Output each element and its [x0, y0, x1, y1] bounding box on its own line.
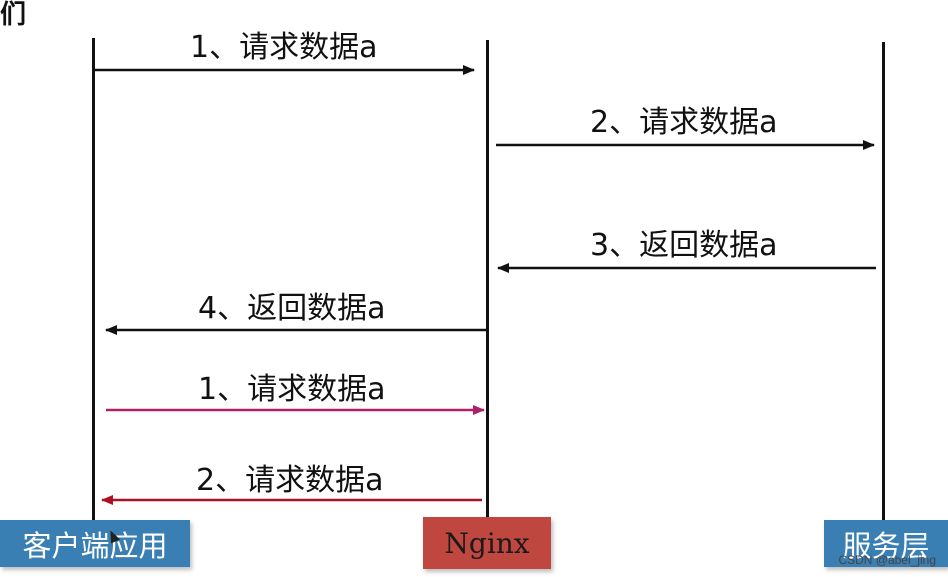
service-layer-label: 服务层	[842, 528, 930, 563]
message-5-label: 1、请求数据a	[198, 372, 386, 407]
server-lifeline	[882, 42, 885, 522]
message-6-label: 2、请求数据a	[196, 463, 384, 498]
client-app-box: 客户端应用	[0, 520, 190, 567]
nginx-lifeline	[486, 40, 489, 518]
nginx-box: Nginx	[423, 517, 551, 569]
partial-header-glyph: 们	[0, 0, 27, 30]
message-3-label: 3、返回数据a	[590, 228, 778, 263]
message-4-label: 4、返回数据a	[198, 291, 386, 326]
nginx-label: Nginx	[444, 526, 530, 560]
watermark: CSDN @abel_jing	[838, 553, 936, 567]
message-1-label: 1、请求数据a	[190, 30, 378, 65]
service-layer-box: 服务层	[824, 520, 948, 567]
message-2-label: 2、请求数据a	[590, 105, 778, 140]
client-app-label: 客户端应用	[22, 528, 168, 563]
client-lifeline	[92, 38, 95, 528]
